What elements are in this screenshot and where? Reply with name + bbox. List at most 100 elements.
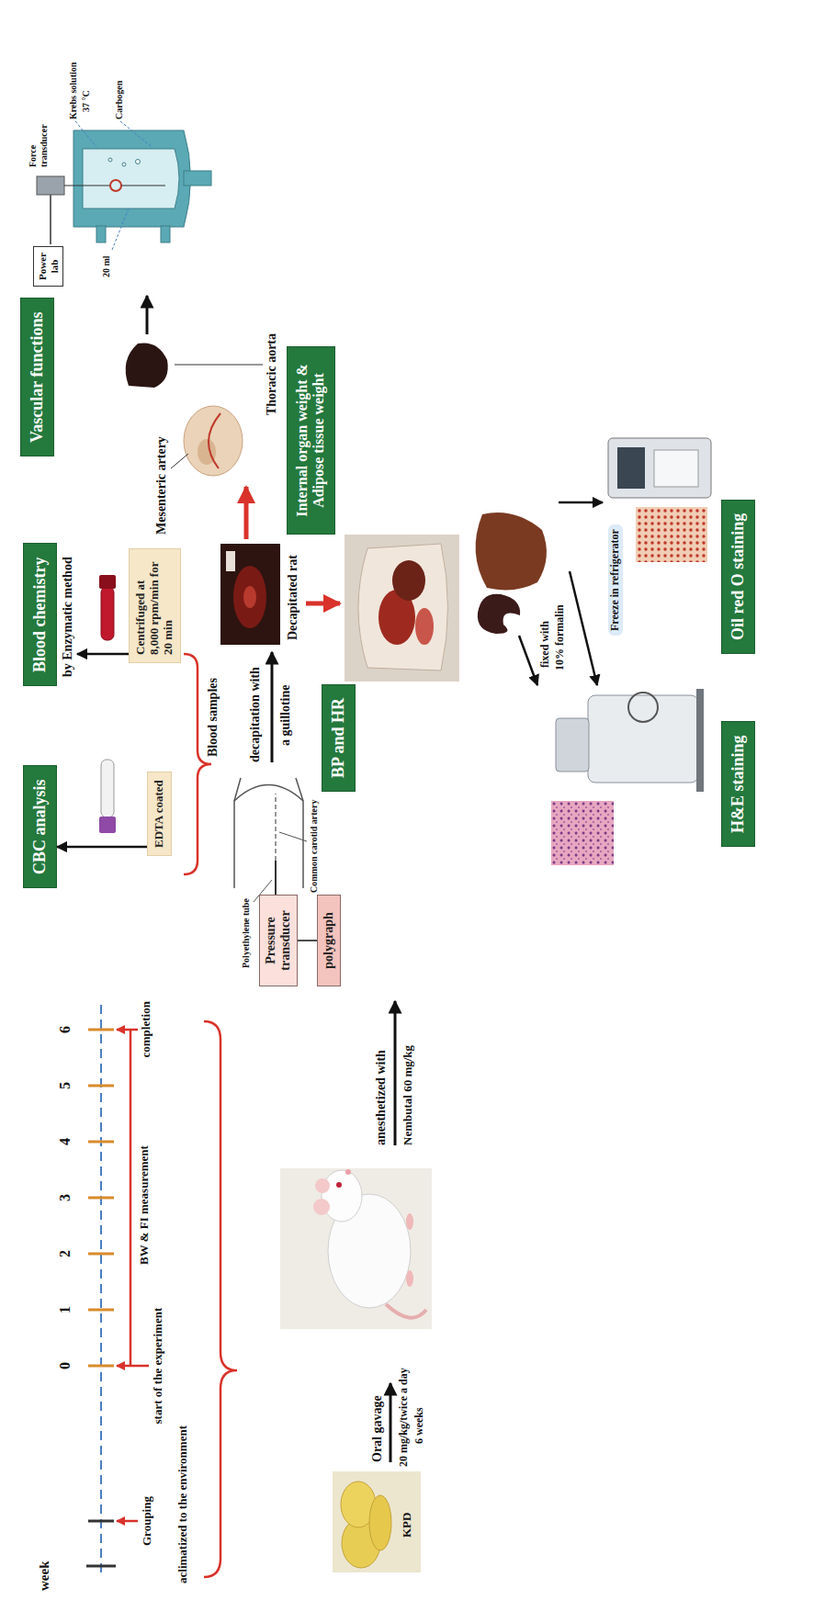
blood-tubes [101, 587, 114, 641]
microtome [587, 695, 699, 783]
decapitated-rat-photo [225, 551, 236, 572]
process-arrows [519, 635, 538, 686]
box-text: Oil red O staining [728, 513, 748, 641]
annotation-label: 4 [56, 1138, 74, 1146]
rat-photo [406, 1213, 414, 1231]
result-box: Oil red O staining [721, 499, 756, 655]
blood-tubes [99, 575, 116, 834]
thoracic-aorta-photo [125, 342, 169, 388]
dissected-rat-photo [358, 543, 449, 671]
decapitation-arrow [271, 652, 273, 763]
aorta-to-bath-arrow [146, 295, 149, 335]
decapitated-rat-photo [220, 543, 281, 645]
cryostat [617, 447, 645, 489]
gavage-arrow [389, 1383, 393, 1463]
organ-bath [36, 121, 212, 250]
anesthesia-arrow [395, 1001, 396, 1146]
box-text: CBC analysis [30, 779, 50, 875]
result-box: CBC analysis [22, 765, 57, 889]
anesthesia-arrow [394, 1001, 397, 1146]
cryostat [608, 438, 712, 498]
timeline-axis [88, 1141, 114, 1144]
organ-bath [160, 225, 170, 243]
connector-arrow [77, 653, 129, 656]
decapitated-rat-photo [220, 543, 281, 645]
device-box: Pressure transducer [259, 894, 298, 987]
blood-tubes [99, 575, 116, 589]
timeline-axis [88, 1520, 114, 1524]
dissected-rat-photo [415, 608, 434, 645]
annotation-label: Polyethylene tube [240, 898, 252, 969]
timeline-axis [88, 1084, 114, 1088]
annotation-label: 20 ml [101, 255, 113, 278]
annotation-label: a guillotine [278, 684, 294, 746]
rat-photo [280, 1168, 432, 1330]
process-arrows [569, 571, 598, 686]
result-box: Internal organ weight & Adipose tissue w… [286, 346, 336, 535]
device-box: polygraph [316, 894, 341, 987]
rat-photo [385, 1304, 427, 1319]
timeline-axis [88, 1365, 114, 1368]
rat-photo [313, 1198, 330, 1216]
annotation-label: Common carotid artery [308, 800, 320, 893]
result-box: BP and HR [321, 684, 356, 792]
oil-red-image [635, 507, 708, 563]
annotation-label: 5 [56, 1082, 74, 1090]
annotation-label: Mesenteric artery [154, 436, 170, 535]
timeline-red-arrows [116, 1520, 138, 1524]
annotation-label: completion [139, 1001, 154, 1058]
rat-neck-sketch [279, 832, 307, 842]
oil-red-image [635, 507, 708, 563]
annotation-label: 6 weeks [413, 1407, 427, 1445]
organ-bath [112, 208, 129, 250]
annotation-label: 1 [56, 1306, 74, 1314]
method-note: by Enzymatic method [56, 543, 78, 688]
kidney-liver-photo [475, 512, 547, 590]
rat-photo [336, 1182, 342, 1188]
microtome [628, 692, 658, 723]
annotation-label: Thoracic aorta [264, 333, 280, 416]
device-box: Power lab [33, 246, 64, 287]
gavage-arrow [390, 1383, 392, 1463]
connector-arrow [297, 939, 317, 942]
annotation-label: Blood samples [205, 677, 221, 757]
timeline-axis [88, 1253, 114, 1256]
he-stain-image [551, 801, 614, 866]
thoracic-aorta-photo [174, 364, 263, 366]
mesenteric-artery-photo [174, 396, 250, 482]
box-title: Blood chemistry [22, 543, 57, 688]
timeline-red-arrows [116, 1365, 149, 1368]
dissected-rat-photo [392, 560, 426, 601]
process-arrows [558, 501, 603, 505]
annotation-label: KPD [400, 1513, 415, 1538]
sample-box: Centrifuged at 8,000 rpm/min for 20 min [128, 548, 181, 664]
box-text: Power lab [36, 249, 60, 283]
oil-red-image [635, 507, 708, 563]
blood-tubes [101, 759, 114, 818]
annotation-label: 10% formalin [553, 604, 567, 671]
decapitated-rat-photo [243, 586, 257, 609]
timeline-red-arrows [116, 1028, 138, 1032]
annotation-label: BW & FI measurement [137, 1145, 152, 1266]
annotation-label: Decapitated rat [285, 554, 301, 641]
sample-box: EDTA coated [146, 771, 172, 857]
annotation-label: 37 °C [80, 90, 92, 113]
annotation-label: week [36, 1561, 53, 1593]
decapitated-rat-photo [233, 565, 267, 629]
box-text: H&E staining [728, 734, 748, 834]
he-stain-image [551, 801, 614, 866]
organ-bath [110, 180, 122, 192]
annotation-label: 6 [56, 1026, 74, 1034]
dissected-rat-photo [344, 534, 460, 682]
cryostat [608, 438, 712, 498]
annotation-label: fixed with [539, 621, 553, 668]
thoracic-aorta-photo [125, 342, 263, 388]
annotation-label: Oral gavage [370, 1395, 385, 1463]
box-text: polygraph [321, 901, 337, 981]
organ-bath [122, 162, 126, 167]
organ-bath [120, 121, 152, 147]
timeline-axis [88, 1309, 114, 1312]
annotation-label: Carbogen [113, 80, 125, 120]
